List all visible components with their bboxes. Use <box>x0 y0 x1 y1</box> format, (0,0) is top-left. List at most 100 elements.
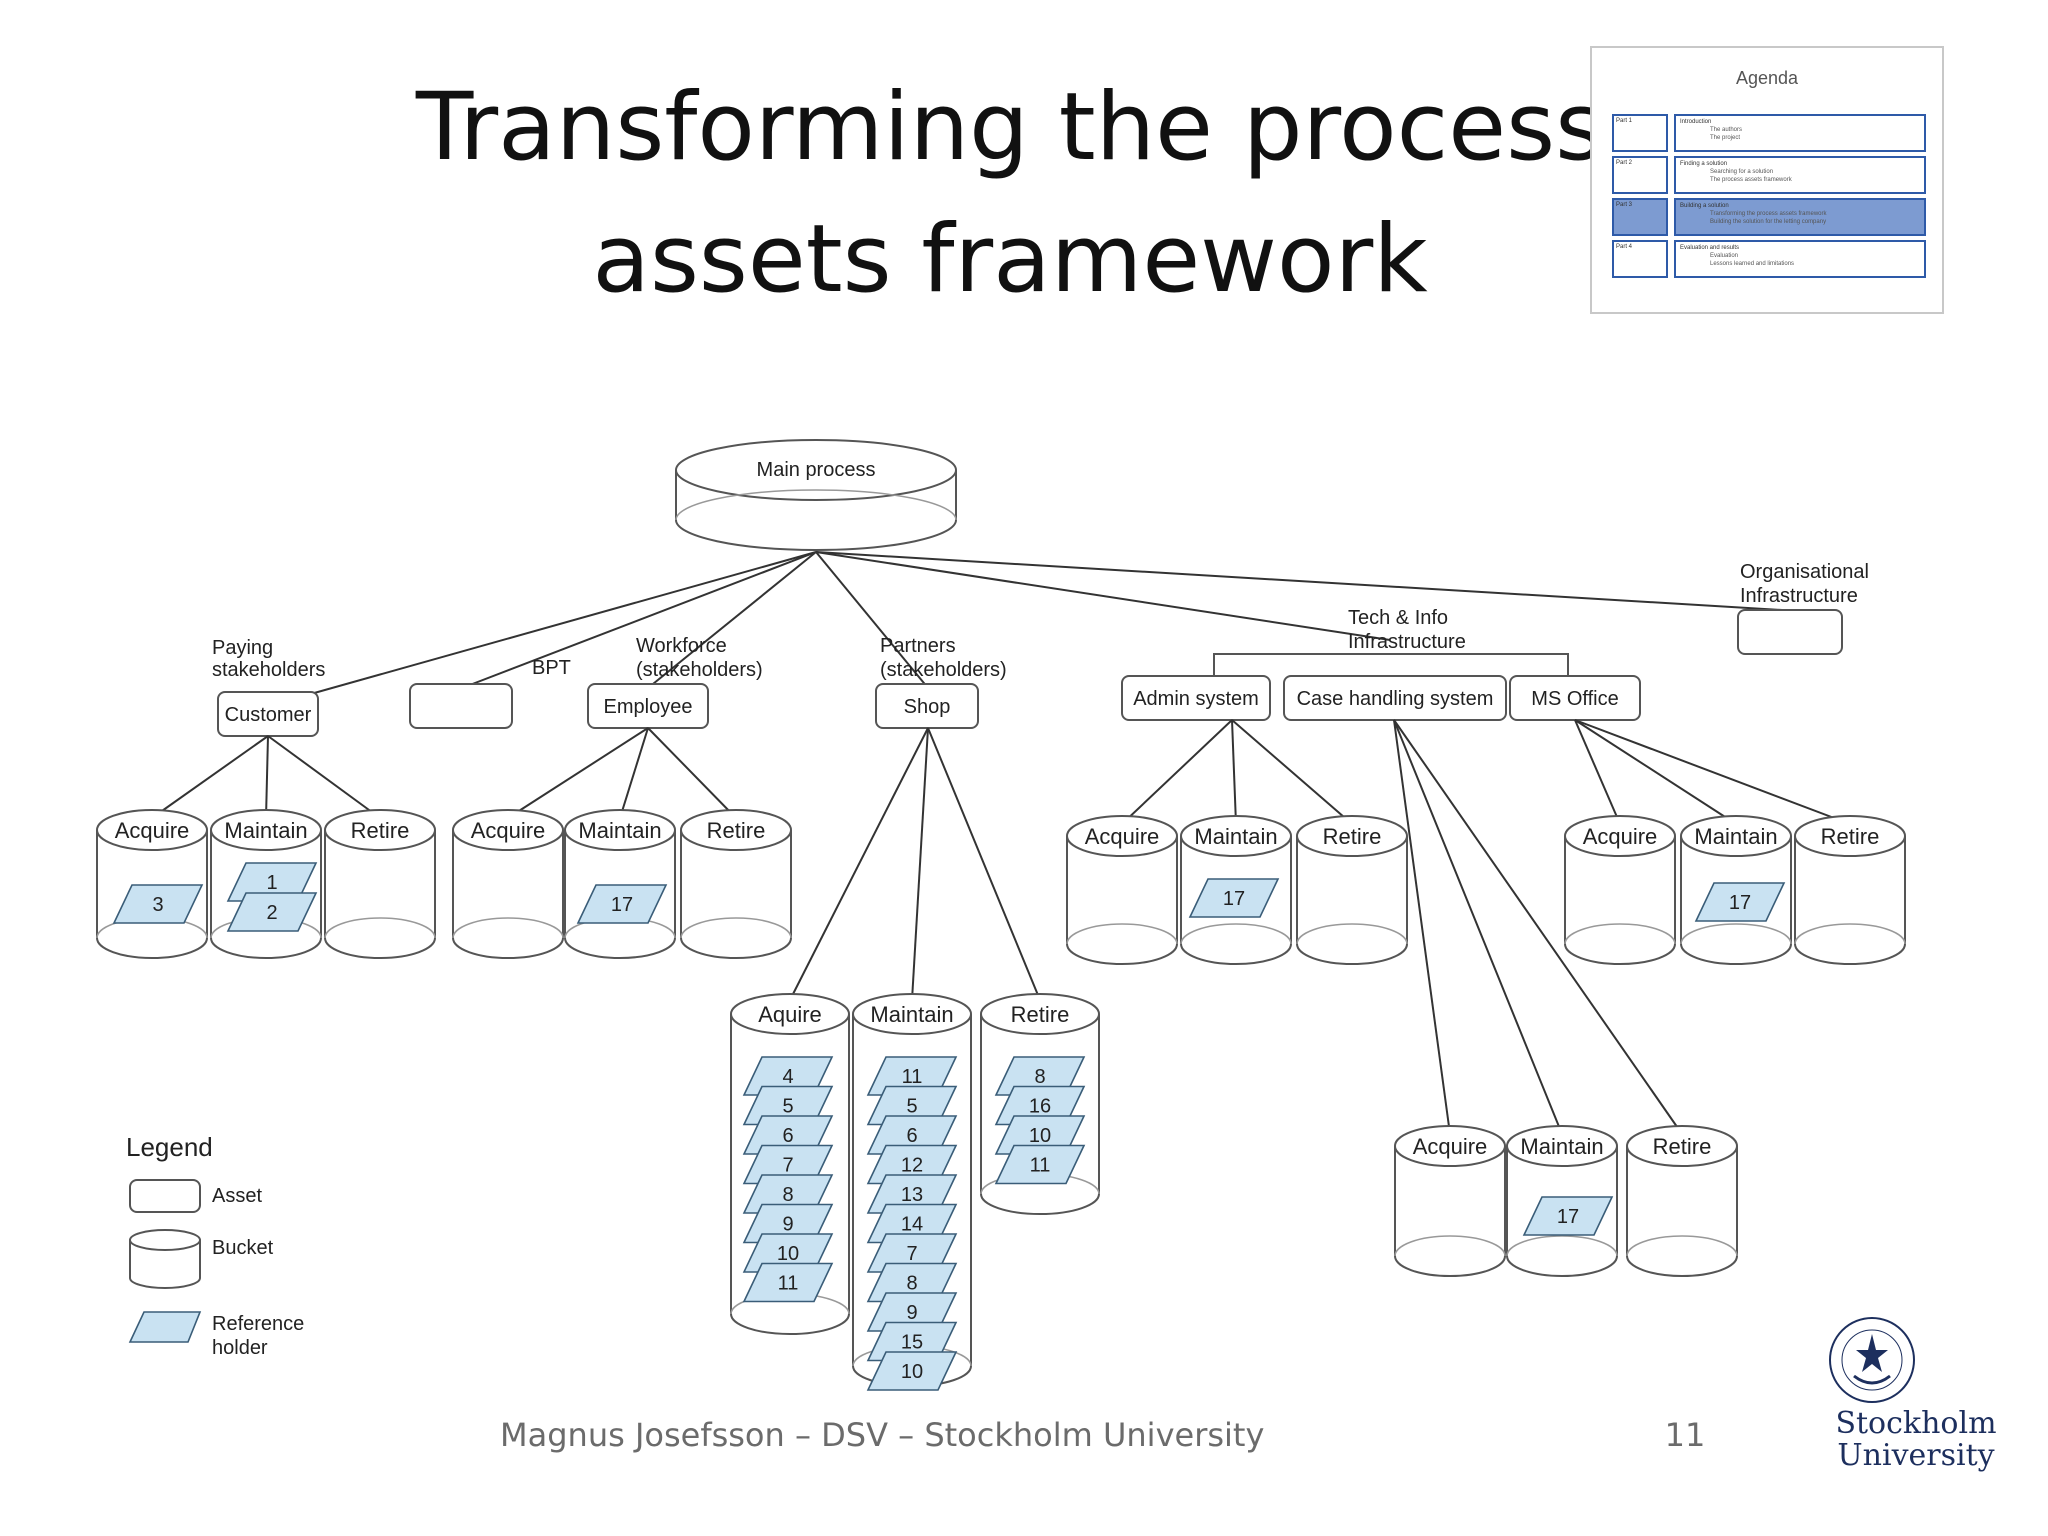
agenda-item: The process assets framework <box>1710 177 1792 183</box>
ref-holder-label: 7 <box>906 1243 917 1265</box>
bucket-employee-acquire-inner-rim <box>452 917 564 939</box>
main-process-rim <box>675 489 957 521</box>
group-label-partners: Partners <box>880 635 956 657</box>
bucket-office-retire-top <box>1794 815 1906 857</box>
bucket-case-acquire-inner-rim <box>1394 1235 1506 1257</box>
bucket-admin-retire-label: Retire <box>1323 824 1382 849</box>
ref-holder-label: 6 <box>906 1125 917 1147</box>
agenda-heading: Finding a solution <box>1680 161 1728 167</box>
ref-holder-label: 17 <box>1557 1206 1579 1228</box>
ref-holder <box>994 1144 1086 1185</box>
bucket-employee-retire-top <box>680 809 792 851</box>
bucket-case-acquire-top <box>1394 1125 1506 1167</box>
ref-holder-label: 5 <box>906 1096 917 1118</box>
bucket-case-retire-inner-rim <box>1626 1235 1738 1257</box>
connector-line <box>1231 719 1353 825</box>
bucket-case-acquire-body <box>1394 1146 1506 1277</box>
legend-asset-label: Asset <box>212 1185 262 1207</box>
ref-holder-label: 16 <box>1029 1096 1051 1118</box>
slide-title-line2: assets framework <box>592 205 1428 314</box>
agenda-heading: Evaluation and results <box>1680 245 1740 251</box>
ref-holder-label: 4 <box>782 1066 793 1088</box>
connector-line <box>647 551 817 689</box>
connector-line <box>1574 719 1737 825</box>
bucket-employee-retire-label: Retire <box>707 818 766 843</box>
agenda-item: Transforming the process assets framewor… <box>1710 211 1827 217</box>
ref-holder <box>742 1262 834 1303</box>
legend-bucket-label: Bucket <box>212 1237 274 1259</box>
ref-holder-label: 10 <box>901 1361 923 1383</box>
bucket-employee-maintain-label: Maintain <box>578 818 661 843</box>
agenda-item: Searching for a solution <box>1710 169 1774 175</box>
bucket-office-acquire-top <box>1564 815 1676 857</box>
ref-holder-label: 11 <box>902 1066 923 1088</box>
bucket-office-retire-label: Retire <box>1821 824 1880 849</box>
agenda-part-label: Part 2 <box>1612 156 1668 194</box>
bucket-office-retire-body <box>1794 836 1906 965</box>
group-label-org: Organisational <box>1740 561 1869 583</box>
slide-title: Transforming the process assets framewor… <box>240 62 1780 326</box>
group-label-bpt: BPT <box>532 657 571 679</box>
bucket-admin-acquire-body <box>1066 836 1178 965</box>
bucket-case-retire-top <box>1626 1125 1738 1167</box>
group-label-org: Infrastructure <box>1740 585 1858 607</box>
connector-line <box>1393 719 1563 1135</box>
group-label-partners: (stakeholders) <box>880 659 1007 681</box>
agenda-item: Evaluation <box>1710 253 1739 259</box>
ref-holder-label: 7 <box>782 1155 793 1177</box>
connector-line <box>1393 719 1451 1135</box>
bucket-office-maintain-top <box>1680 815 1792 857</box>
bucket-shop-retire-top <box>980 993 1100 1035</box>
bucket-office-maintain-label: Maintain <box>1694 824 1777 849</box>
legend-ref-swatch <box>128 1311 202 1343</box>
asset-org-infra <box>1737 609 1843 655</box>
bucket-office-retire: Retire <box>1794 815 1906 965</box>
bucket-admin-retire-top <box>1296 815 1408 857</box>
bucket-admin-acquire-top <box>1066 815 1178 857</box>
bucket-admin-retire-inner-rim <box>1296 923 1408 945</box>
bucket-employee-retire-inner-rim <box>680 917 792 939</box>
asset-shop-label: Shop <box>904 696 951 718</box>
bucket-employee-maintain-top <box>564 809 676 851</box>
agenda-item: The authors <box>1710 127 1743 133</box>
ref-holder-label: 1 <box>266 872 277 894</box>
bucket-customer-retire: Retire <box>324 809 436 959</box>
connector-line <box>911 727 929 1001</box>
legend-asset-swatch <box>129 1179 201 1213</box>
connector-line <box>815 551 1391 641</box>
ref-holder <box>112 884 204 924</box>
bucket-case-acquire-label: Acquire <box>1413 1134 1488 1159</box>
bucket-employee-acquire-body <box>452 830 564 959</box>
footer-author: Magnus Josefsson – DSV – Stockholm Unive… <box>500 1416 1265 1454</box>
group-label-paying: Paying <box>212 637 273 659</box>
connector-line <box>267 551 817 707</box>
bucket-customer-maintain-top <box>210 809 322 851</box>
ref-holder-label: 12 <box>901 1155 923 1177</box>
agenda-part-label: Part 3 <box>1612 198 1668 236</box>
agenda-row: Part 2 Finding a solution Searching for … <box>1612 156 1926 194</box>
group-label-paying: stakeholders <box>212 659 325 681</box>
bucket-admin-maintain: Maintain <box>1180 815 1292 965</box>
connector-line <box>1574 719 1851 825</box>
bucket-case-maintain-top <box>1506 1125 1618 1167</box>
connector-line <box>461 551 817 689</box>
connector-line <box>789 727 929 1001</box>
agenda-part-label: Part 4 <box>1612 240 1668 278</box>
bucket-customer-maintain-label: Maintain <box>224 818 307 843</box>
bucket-case-maintain-inner-rim <box>1506 1235 1618 1257</box>
ref-holder-label: 13 <box>901 1184 923 1206</box>
agenda-item: Building the solution for the letting co… <box>1710 219 1827 225</box>
bucket-admin-maintain-top <box>1180 815 1292 857</box>
connector-line <box>265 735 269 819</box>
ref-holder-label: 2 <box>266 902 277 924</box>
ref-holder-label: 3 <box>152 894 163 916</box>
agenda-row-active: Part 3 Building a solution Transforming … <box>1612 198 1926 236</box>
ref-holder-label: 6 <box>782 1125 793 1147</box>
ref-holder-label: 8 <box>782 1184 793 1206</box>
bucket-employee-retire: Retire <box>680 809 792 959</box>
connector-line <box>619 727 649 819</box>
ref-holder <box>1694 882 1786 922</box>
ref-holder-label: 17 <box>1729 892 1751 914</box>
agenda-heading: Introduction <box>1680 119 1712 125</box>
